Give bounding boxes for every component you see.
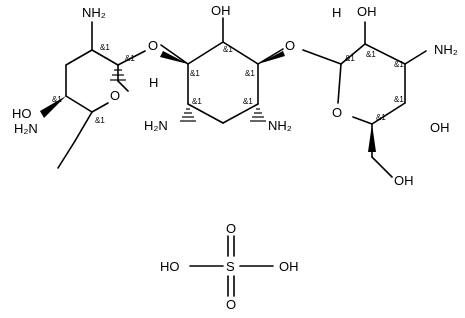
atom-label-o: O	[226, 221, 236, 236]
stereo-marker: &1	[366, 50, 376, 59]
stereo-marker: &1	[345, 54, 355, 63]
atom-label-h: H	[332, 5, 341, 20]
bond	[91, 102, 109, 113]
stereo-marker: &1	[376, 113, 386, 122]
stereo-marker: &1	[190, 69, 200, 78]
atom-label-h: H	[149, 75, 158, 90]
bond	[91, 49, 119, 66]
atom-label-o: O	[285, 38, 295, 53]
atom-label-oh: OH	[394, 173, 414, 188]
bond	[404, 50, 427, 65]
stereo-marker: &1	[95, 116, 105, 125]
stereo-marker: &1	[52, 95, 62, 104]
atom-label-oh: OH	[211, 3, 231, 18]
stereo-marker: &1	[394, 95, 404, 104]
atom-label-oh: OH	[430, 120, 450, 135]
stereo-marker: &1	[245, 69, 255, 78]
stereo-marker: &1	[223, 45, 233, 54]
atom-label-s: S	[226, 259, 235, 274]
bond	[364, 43, 406, 65]
bond	[117, 50, 146, 66]
wedge-bond	[160, 51, 188, 64]
stereo-bond-layer	[40, 51, 376, 152]
wedge-bond	[368, 124, 376, 152]
atom-label-nh2: H₂N	[144, 118, 168, 133]
stereo-marker: &1	[243, 97, 253, 106]
atom-label-oh: HO	[160, 259, 180, 274]
bond	[57, 140, 76, 169]
atom-label-oh: OH	[357, 4, 377, 19]
bond	[371, 102, 406, 125]
stereo-marker: &1	[100, 43, 110, 52]
bond	[65, 49, 93, 66]
bond	[222, 41, 259, 65]
bond	[340, 43, 366, 65]
bond	[74, 111, 93, 142]
atom-label-o: O	[332, 105, 342, 120]
atom-label-oh: OH	[279, 259, 299, 274]
bond	[371, 156, 393, 178]
atom-label-nh2: NH₂	[268, 118, 292, 133]
wedge-bond	[258, 51, 285, 64]
atom-label-o: O	[110, 88, 120, 103]
bond	[222, 103, 259, 124]
bond-layer	[57, 17, 427, 297]
bond	[187, 41, 224, 65]
stereo-marker: &1	[394, 60, 404, 69]
bond	[117, 80, 129, 92]
bond	[302, 49, 342, 65]
atom-label-nh2: NH₂	[434, 42, 458, 57]
atom-label-o: O	[226, 297, 236, 312]
bond	[337, 63, 342, 104]
stereo-marker: &1	[192, 97, 202, 106]
atom-label-nh2: H₂N	[14, 121, 38, 136]
atom-label-layer: NH₂ H₂N H₂N NH₂ NH₂ OH HO OH OH OH O O O…	[12, 3, 458, 312]
stereo-marker-layer: &1 &1 &1 &1 &1 &1 &1 &1 &1 &1 &1 &1 &1 &…	[52, 43, 404, 125]
atom-label-nh2: NH₂	[82, 5, 106, 20]
bond	[257, 48, 284, 65]
bond	[160, 44, 189, 65]
bond	[187, 103, 224, 124]
bond	[65, 95, 93, 113]
atom-label-oh: HO	[12, 106, 32, 121]
wedge-bond	[40, 96, 66, 118]
stereo-marker: &1	[125, 54, 135, 63]
bond	[352, 116, 373, 125]
atom-label-o: O	[148, 38, 158, 53]
